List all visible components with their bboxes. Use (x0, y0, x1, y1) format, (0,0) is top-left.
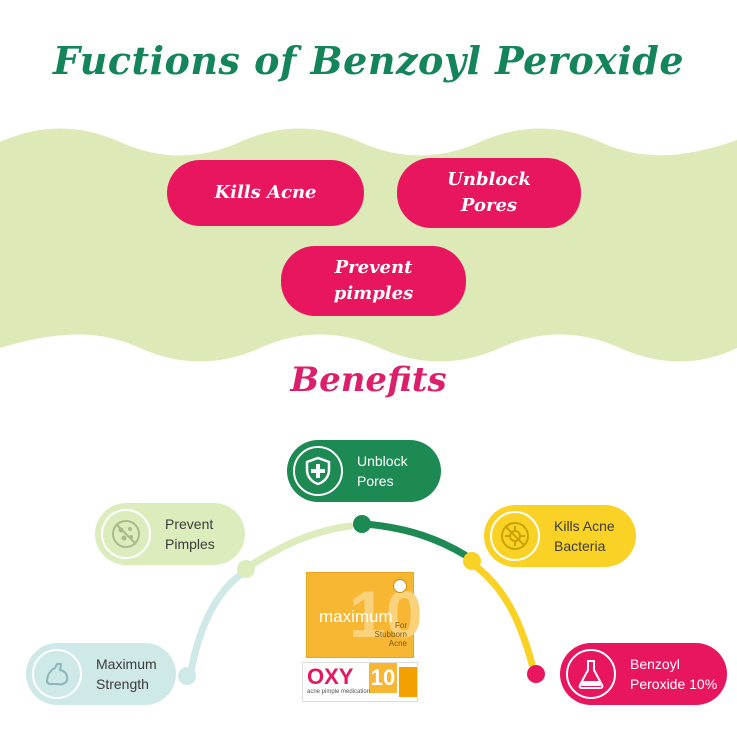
no-bacteria-icon (490, 511, 540, 561)
benefit-maximum-strength: Maximum Strength (26, 643, 176, 705)
benefit-benzoyl-peroxide: Benzoyl Peroxide 10% (560, 643, 727, 705)
shield-plus-icon (293, 446, 343, 496)
page-title: Fuctions of Benzoyl Peroxide (52, 38, 685, 83)
benefits-heading: Benefits (290, 360, 447, 400)
benefit-label: Maximum Strength (96, 656, 157, 692)
benefit-label: Kills Acne Bacteria (554, 518, 615, 554)
no-pimple-icon (101, 509, 151, 559)
box-word: maximum (319, 607, 393, 626)
brand-logo-icon (393, 579, 407, 593)
product-image: 10 maximum For Stubborn Acne OXY 10 acne… (298, 572, 422, 707)
tube-number: 10 (369, 663, 397, 693)
tube-brand: OXY (307, 664, 354, 689)
function-pill-kills-acne: Kills Acne (167, 160, 364, 226)
flexed-arm-icon (32, 649, 82, 699)
benefit-label: Benzoyl Peroxide 10% (630, 656, 718, 692)
tube-fine-text: acne pimple medication (307, 689, 371, 695)
tube-cap (399, 667, 417, 697)
benefit-prevent-pimples: Prevent Pimples (95, 503, 245, 565)
function-pill-prevent-pimples: Prevent pimples (281, 246, 466, 316)
box-number: 10 (349, 577, 423, 651)
benefit-label: Prevent Pimples (165, 516, 215, 552)
flask-icon (566, 649, 616, 699)
product-tube: OXY 10 acne pimple medication (302, 662, 418, 702)
benefit-label: Unblock Pores (357, 453, 408, 489)
benefit-unblock-pores: Unblock Pores (287, 440, 441, 502)
box-small-text: For Stubborn Acne (374, 621, 407, 648)
function-pill-unblock-pores: Unblock Pores (397, 158, 581, 228)
product-box: 10 maximum For Stubborn Acne (306, 572, 422, 658)
benefit-kills-acne-bacteria: Kills Acne Bacteria (484, 505, 636, 567)
